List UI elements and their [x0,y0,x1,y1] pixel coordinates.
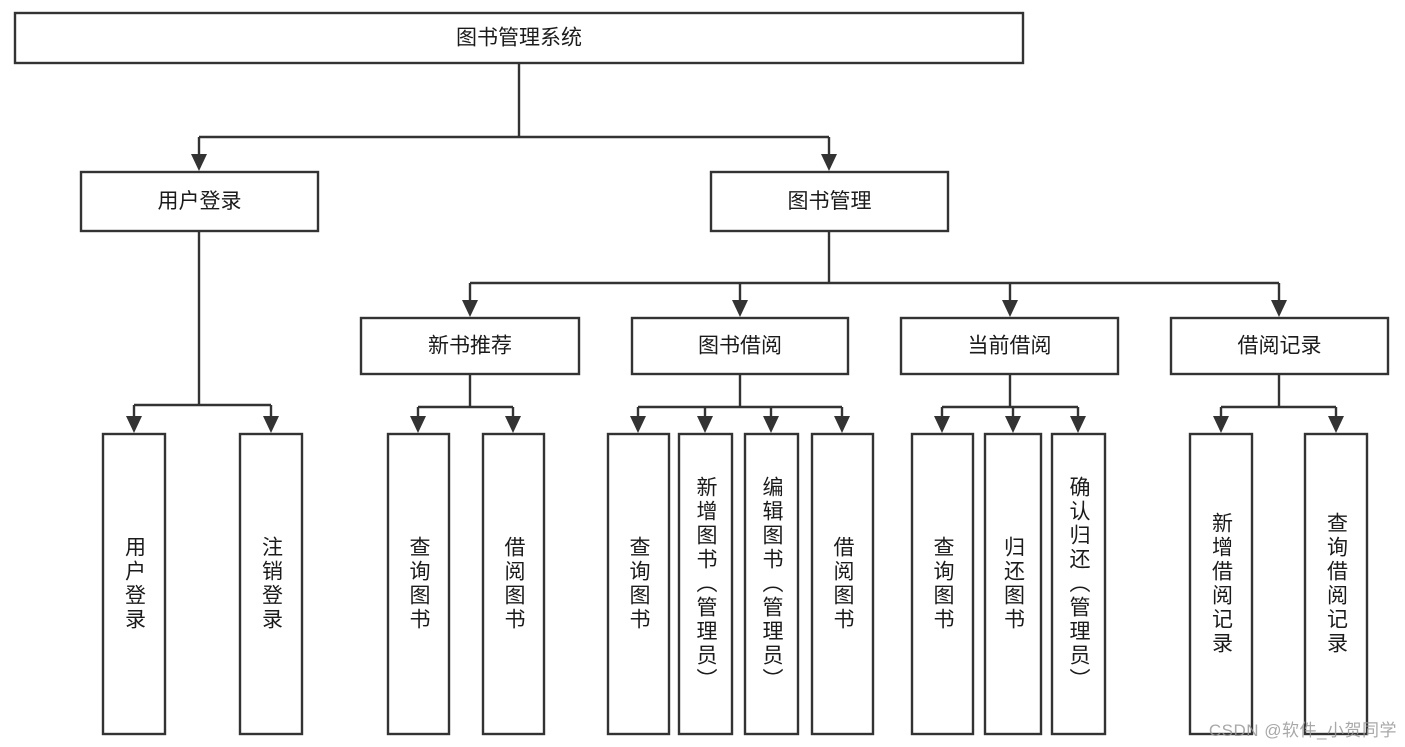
node-level3-1[interactable] [630,316,850,376]
edge-login-to-leaves-arrow-0 [126,416,142,433]
edge-record-to-leaves-arrow-0 [1213,416,1229,433]
edge-record-to-leaves-arrow-1 [1328,416,1344,433]
node-leaf-12[interactable] [1303,432,1369,736]
node-level3-0[interactable] [359,316,581,376]
node-level3-2-label: 当前借阅 [968,335,1052,358]
node-level3-0-label: 新书推荐 [428,335,512,358]
node-leaf-11[interactable] [1188,432,1254,736]
boxes-layer [13,11,1390,736]
node-level2-0-label: 用户登录 [158,190,242,213]
node-level3-1-label: 图书借阅 [698,335,782,358]
edge-current-to-leaves-arrow-1 [1005,416,1021,433]
node-leaf-0[interactable] [101,432,167,736]
edge-current-to-leaves-arrow-0 [934,416,950,433]
node-level3-3[interactable] [1169,316,1390,376]
edge-bookmgmt-to-level3-arrow-3 [1271,300,1287,317]
edge-borrow-to-leaves-arrow-0 [630,416,646,433]
edge-borrow-to-leaves-arrow-1 [697,416,713,433]
edges-layer [126,63,1344,433]
edge-bookmgmt-to-level3-arrow-1 [732,300,748,317]
node-leaf-2[interactable] [386,432,451,736]
node-leaf-4[interactable] [606,432,671,736]
node-leaf-6[interactable] [743,432,800,736]
edge-root-to-level2-arrow-1 [821,154,837,171]
edge-newbook-to-leaves-arrow-0 [410,416,426,433]
node-leaf-1[interactable] [238,432,304,736]
node-leaf-7[interactable] [810,432,875,736]
edge-login-to-leaves-arrow-1 [263,416,279,433]
node-root[interactable] [13,11,1025,65]
edge-root-to-level2-arrow-0 [191,154,207,171]
edge-current-to-leaves-arrow-2 [1070,416,1086,433]
edge-borrow-to-leaves-arrow-3 [834,416,850,433]
edge-bookmgmt-to-level3-arrow-2 [1002,300,1018,317]
node-leaf-10[interactable] [1050,432,1107,736]
node-level3-3-label: 借阅记录 [1238,335,1322,358]
edge-borrow-to-leaves-arrow-2 [763,416,779,433]
node-leaf-9[interactable] [983,432,1043,736]
node-level2-1[interactable] [709,170,950,233]
node-leaf-8[interactable] [910,432,975,736]
node-leaf-3[interactable] [481,432,546,736]
edge-newbook-to-leaves-arrow-1 [505,416,521,433]
node-root-label: 图书管理系统 [456,27,582,50]
node-level2-1-label: 图书管理 [788,190,872,213]
watermark-text: CSDN @软件_小贺同学 [1208,721,1397,740]
node-leaf-5[interactable] [677,432,734,736]
node-level2-0[interactable] [79,170,320,233]
edge-bookmgmt-to-level3-arrow-0 [462,300,478,317]
node-level3-2[interactable] [899,316,1120,376]
